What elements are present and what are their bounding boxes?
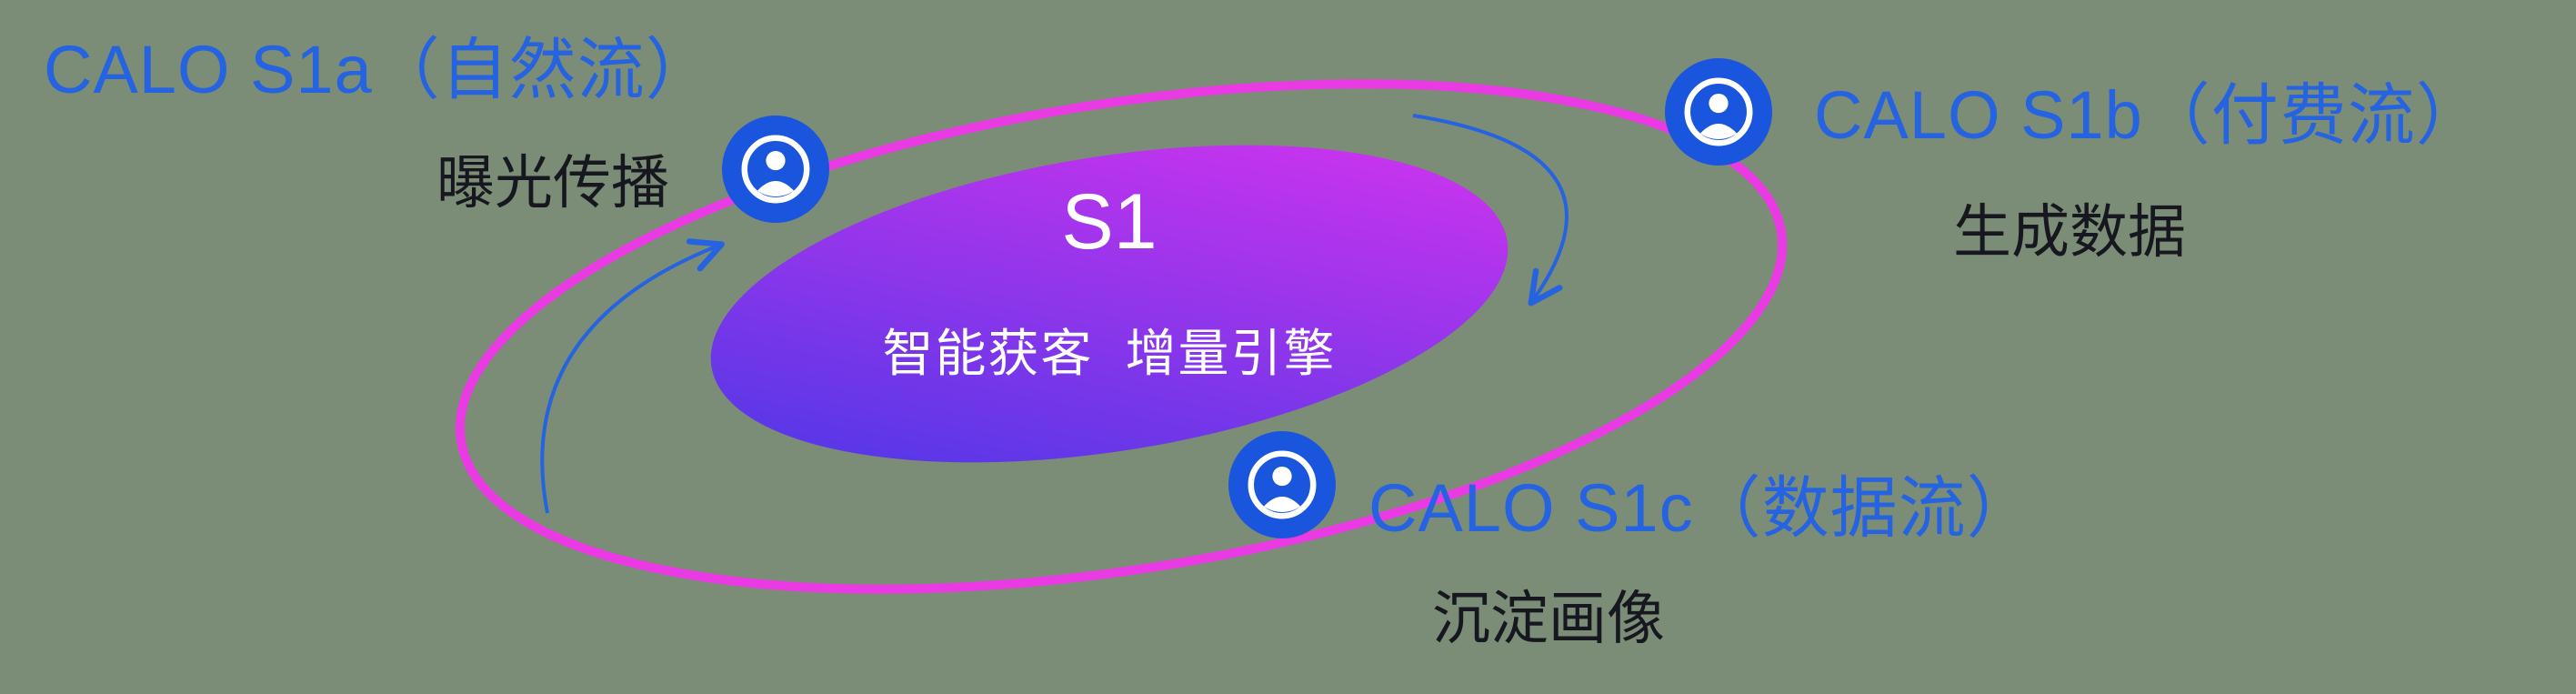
user-avatar-icon	[1665, 58, 1772, 166]
flow-arrow-left	[540, 238, 725, 514]
node-sublabel-s1a: 曝光传播	[436, 150, 669, 216]
user-avatar-icon	[1228, 431, 1336, 538]
node-sublabel-s1c: 沉淀画像	[1432, 586, 1665, 651]
node-label-s1c: CALO S1c（数据流）	[1368, 470, 2035, 546]
core-text-group: S1 智能获客 增量引擎	[882, 145, 1336, 419]
user-avatar-icon	[722, 116, 829, 223]
node-sublabel-s1b: 生成数据	[1953, 199, 2186, 265]
core-subtitle: 智能获客 增量引擎	[882, 324, 1337, 382]
core-title: S1	[1061, 178, 1158, 267]
node-label-s1a: CALO S1a（自然流）	[44, 32, 714, 107]
outer-orbit-ellipse	[455, 79, 1788, 594]
flow-arrow-right	[1412, 114, 1569, 307]
core-gradient-ellipse	[710, 145, 1509, 463]
node-label-s1b: CALO S1b（付费流）	[1814, 77, 2484, 153]
